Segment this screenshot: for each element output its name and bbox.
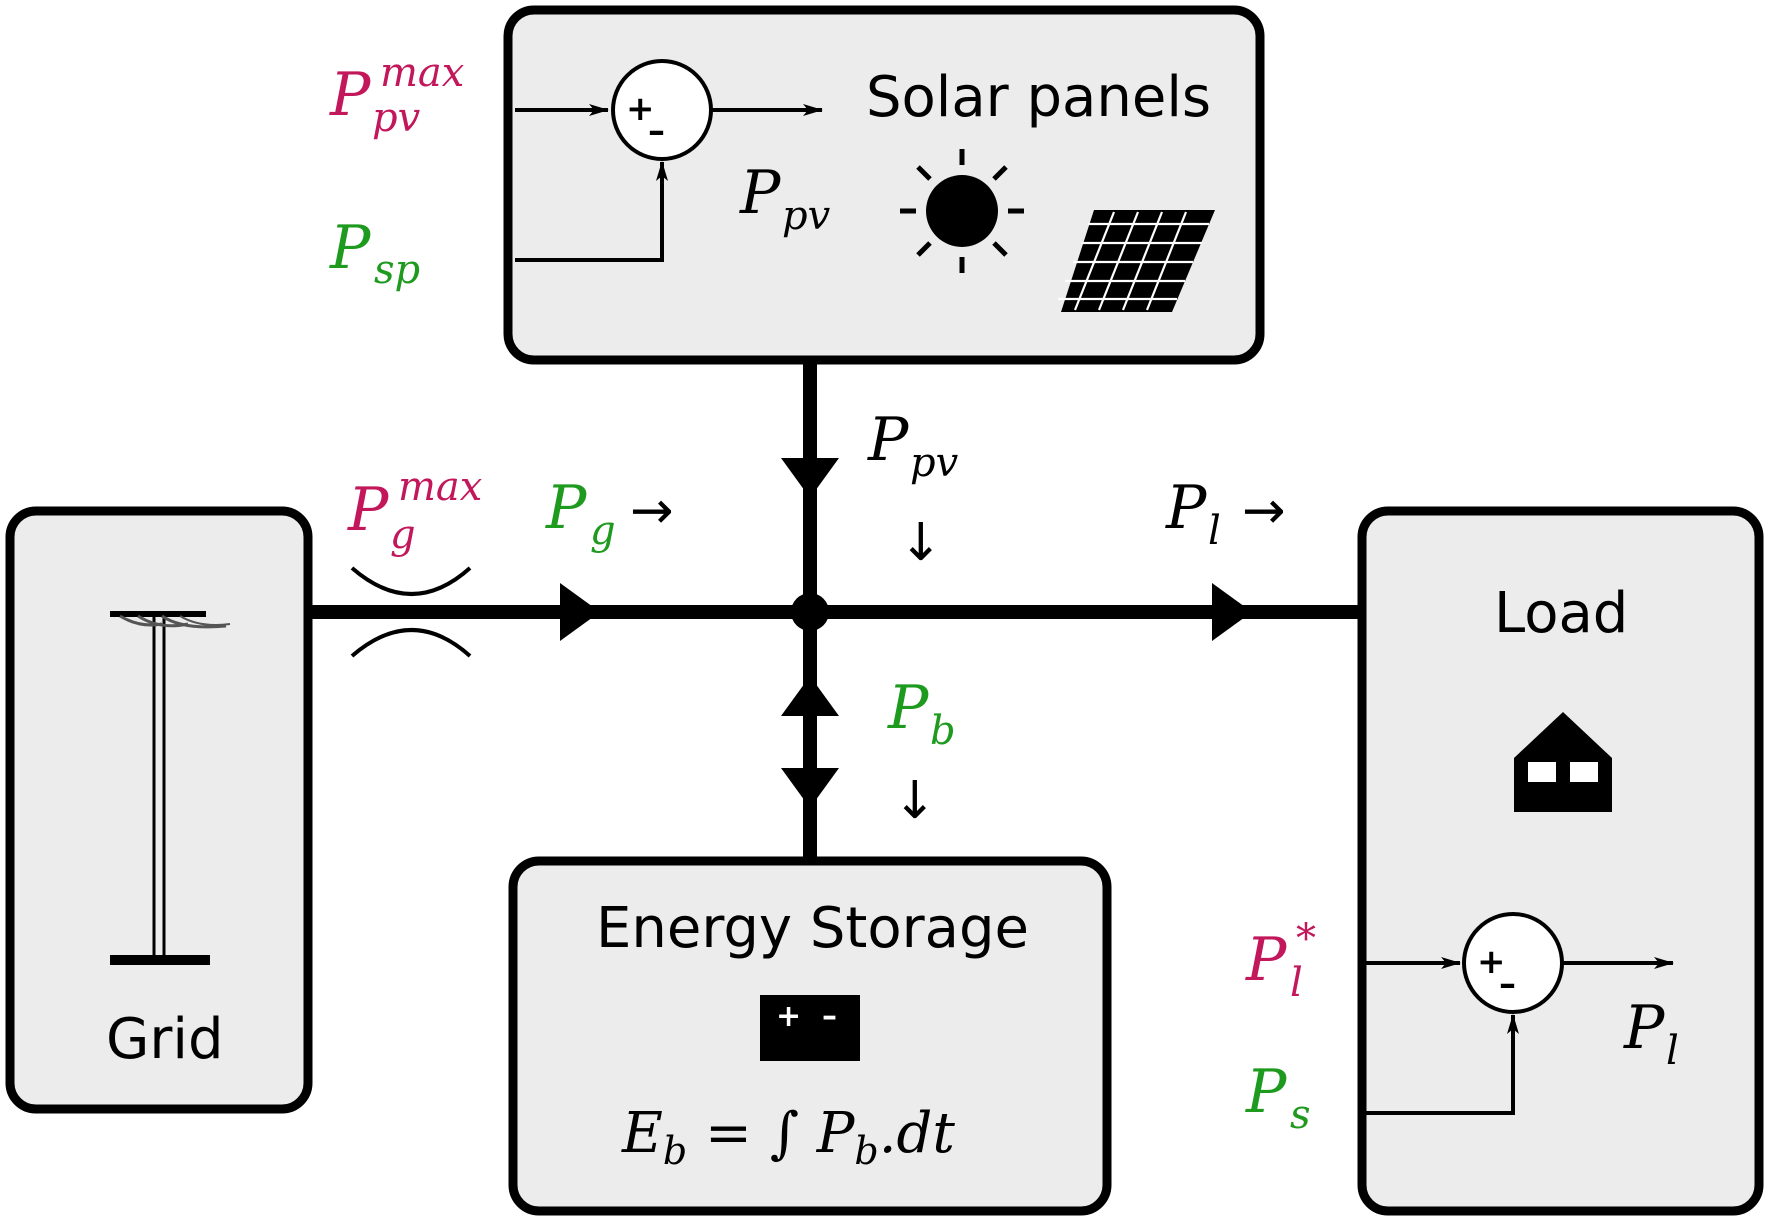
summing-junction-minus: –	[648, 111, 665, 151]
svg-text:P: P	[545, 473, 588, 543]
battery-icon: + –	[760, 995, 860, 1061]
house-icon	[1514, 712, 1612, 812]
svg-text:↓: ↓	[893, 771, 937, 831]
battery-flow-arrow-up	[781, 676, 839, 716]
svg-text:max: max	[398, 464, 482, 510]
summing-junction-plus: +	[1477, 942, 1506, 982]
svg-text:g: g	[390, 512, 416, 558]
battery-flow-arrow-down	[781, 768, 839, 808]
battery-plus: +	[776, 999, 801, 1034]
solar-panels-title: Solar panels	[866, 65, 1211, 130]
label-pg-max: P max g	[347, 464, 482, 558]
energy-storage-title: Energy Storage	[596, 896, 1029, 961]
label-ppv-flow: P pv ↓	[867, 405, 959, 573]
label-psp: P sp	[329, 213, 420, 293]
summing-junction-minus: –	[1499, 964, 1516, 1004]
svg-text:P: P	[887, 673, 930, 743]
svg-text:P: P	[867, 405, 910, 475]
svg-text:*: *	[1296, 916, 1316, 962]
label-pb: P b ↓	[887, 673, 956, 831]
svg-text:l: l	[1290, 960, 1303, 1006]
svg-text:P: P	[1165, 473, 1208, 543]
load-title: Load	[1494, 581, 1628, 646]
label-pl-star: P l *	[1245, 916, 1316, 1006]
label-pl-output: P l	[1623, 993, 1679, 1074]
psp-input-line	[515, 161, 668, 262]
summing-junction-icon: + –	[611, 59, 713, 161]
svg-text:max: max	[380, 50, 464, 96]
grid-limit-arc-top	[350, 566, 472, 596]
svg-text:P: P	[1245, 1057, 1288, 1127]
label-ppv-max: P max pv	[329, 50, 464, 141]
svg-text:g: g	[590, 508, 616, 554]
svg-text:P: P	[329, 213, 372, 283]
grid-flow-arrow	[560, 583, 600, 641]
grid-limit-arc-bottom	[350, 628, 472, 658]
svg-text:P: P	[1623, 993, 1666, 1063]
svg-text:→: →	[630, 481, 674, 541]
utility-pole-icon	[110, 611, 231, 965]
solar-panel-icon	[1058, 210, 1215, 312]
grid-block	[5, 506, 313, 1114]
svg-text:pv: pv	[910, 440, 959, 486]
label-ppv-output: P pv	[739, 158, 831, 239]
svg-text:s: s	[1290, 1092, 1311, 1138]
svg-text:l: l	[1666, 1028, 1679, 1074]
svg-text:↓: ↓	[899, 513, 943, 573]
solar-flow-arrow	[781, 458, 839, 498]
svg-text:l: l	[1208, 508, 1221, 554]
svg-text:P: P	[347, 475, 390, 545]
svg-text:P: P	[1245, 925, 1288, 995]
label-pl-flow: P l →	[1165, 473, 1286, 554]
ps-input-line	[1366, 1014, 1519, 1115]
label-ps: P s	[1245, 1057, 1311, 1138]
svg-text:P: P	[329, 60, 372, 130]
svg-text:pv: pv	[782, 193, 831, 239]
load-flow-arrow	[1212, 583, 1252, 641]
bus-node	[791, 593, 829, 631]
summing-junction-plus: +	[626, 89, 655, 129]
sun-icon	[900, 149, 1024, 273]
grid-title: Grid	[106, 1007, 224, 1072]
svg-text:sp: sp	[374, 247, 420, 293]
battery-minus: –	[822, 999, 837, 1034]
label-pg: P g →	[545, 473, 674, 554]
storage-equation: Eb = ∫ Pb.dt	[621, 1101, 955, 1173]
svg-text:P: P	[739, 158, 782, 228]
load-block	[1357, 506, 1764, 1216]
svg-text:→: →	[1242, 481, 1286, 541]
svg-text:b: b	[930, 708, 956, 754]
svg-text:pv: pv	[372, 95, 421, 141]
summing-junction-icon: + –	[1462, 912, 1564, 1014]
